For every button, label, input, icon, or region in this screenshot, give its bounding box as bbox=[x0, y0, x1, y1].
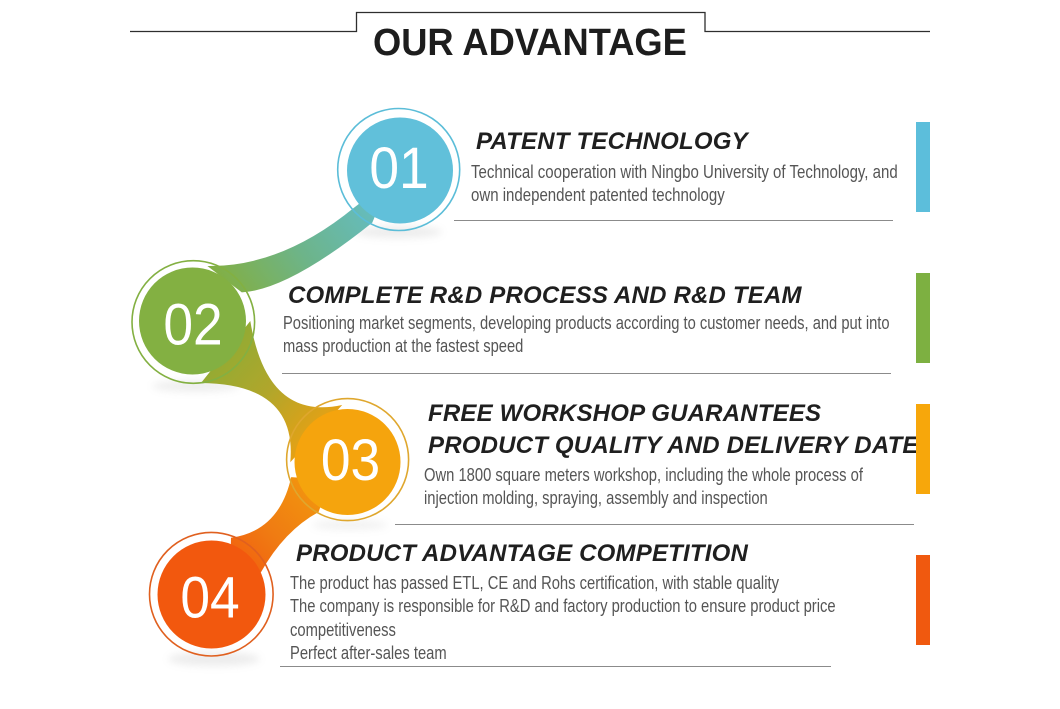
svg-text:04: 04 bbox=[180, 565, 239, 630]
svg-text:03: 03 bbox=[321, 428, 380, 493]
svg-text:01: 01 bbox=[369, 136, 428, 201]
svg-text:02: 02 bbox=[163, 292, 222, 357]
